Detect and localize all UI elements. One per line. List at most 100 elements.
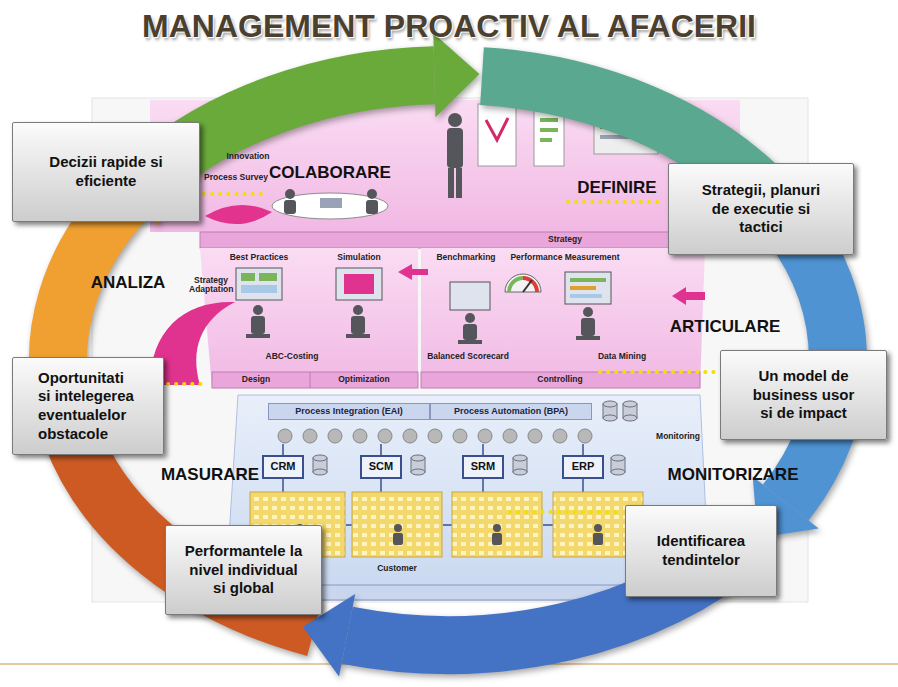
gear-row bbox=[553, 429, 567, 443]
office-people bbox=[393, 533, 403, 545]
controlling-bar bbox=[421, 372, 700, 388]
seated-people bbox=[251, 316, 265, 334]
slide-title: MANAGEMENT PROACTIV AL AFACERII bbox=[0, 8, 898, 45]
bar-divider bbox=[310, 372, 311, 388]
stage-label: MONITORIZARE bbox=[668, 465, 799, 485]
seated-people bbox=[346, 334, 370, 338]
seated-people bbox=[463, 324, 477, 340]
office-people bbox=[492, 533, 502, 545]
callout-box: Un model de business usor si de impact bbox=[720, 350, 887, 440]
workstations bbox=[565, 272, 611, 304]
meeting-scene bbox=[447, 128, 463, 168]
meeting-scene bbox=[284, 200, 296, 214]
box-text: Identificarea tendintelor bbox=[636, 532, 766, 570]
workstations bbox=[236, 268, 282, 300]
workstations bbox=[570, 294, 602, 298]
seated-people bbox=[353, 305, 363, 315]
seated-people bbox=[458, 340, 482, 344]
workstations bbox=[241, 273, 255, 281]
dotted-leader bbox=[204, 192, 266, 196]
stage-label: ARTICULARE bbox=[670, 317, 781, 337]
band-label: Design bbox=[242, 375, 270, 384]
illustration-label: Monitoring bbox=[656, 432, 700, 441]
box-text: Performantele la nivel individual si glo… bbox=[182, 542, 305, 598]
dotted-leader bbox=[168, 382, 206, 386]
workstations bbox=[336, 268, 382, 300]
seated-people bbox=[253, 305, 263, 315]
seated-people bbox=[581, 318, 595, 336]
gear-row bbox=[278, 429, 592, 443]
database-symbols bbox=[313, 469, 327, 475]
vision-eye bbox=[205, 205, 272, 224]
flow-arrow bbox=[398, 264, 428, 280]
database-symbols bbox=[603, 415, 617, 421]
gear-row bbox=[503, 429, 517, 443]
system-wires bbox=[282, 444, 284, 455]
callout-box: Performantele la nivel individual si glo… bbox=[165, 525, 322, 615]
meeting-scene bbox=[456, 168, 462, 198]
dotted-leaders bbox=[168, 194, 714, 512]
illustration-label: Performance Measurement bbox=[510, 253, 619, 262]
gear-row bbox=[303, 429, 317, 443]
database-symbols bbox=[603, 401, 617, 407]
band-label: Optimization bbox=[338, 375, 389, 384]
callout-box: Identificarea tendintelor bbox=[625, 505, 777, 597]
gear-row bbox=[328, 429, 342, 443]
database-symbols bbox=[513, 455, 527, 461]
workstations bbox=[344, 274, 374, 294]
system-wires bbox=[443, 524, 452, 526]
seated-people bbox=[246, 334, 270, 338]
database-symbols bbox=[623, 415, 637, 421]
box-text: Strategii, planuri de executie si tactic… bbox=[697, 181, 825, 237]
meeting-scene bbox=[486, 118, 508, 140]
box-text: SRM bbox=[471, 460, 495, 473]
workstations bbox=[509, 278, 523, 292]
gear-row bbox=[403, 429, 417, 443]
workstations bbox=[523, 278, 537, 292]
callout-box: Decizii rapide si eficiente bbox=[12, 122, 200, 222]
process-bar: Process Automation (BPA) bbox=[430, 403, 592, 420]
stage-label: MASURARE bbox=[161, 465, 259, 485]
office-people bbox=[394, 524, 402, 532]
band-label: Controlling bbox=[537, 375, 582, 384]
box-text: Decizii rapide si eficiente bbox=[23, 153, 189, 191]
gear-row bbox=[453, 429, 467, 443]
gear-row bbox=[378, 429, 392, 443]
band-label: Strategy bbox=[548, 235, 582, 244]
gear-row bbox=[428, 429, 442, 443]
dotted-leader bbox=[568, 200, 662, 204]
box-text: Un model de business usor si de impact bbox=[746, 367, 861, 423]
workstations bbox=[505, 274, 541, 292]
system-box: SCM bbox=[360, 455, 402, 479]
system-wires bbox=[380, 444, 382, 455]
database-symbols bbox=[513, 469, 527, 475]
database-symbols bbox=[611, 455, 625, 461]
system-box: SRM bbox=[462, 455, 504, 479]
stage-label: COLABORARE bbox=[269, 163, 391, 183]
box-text: ERP bbox=[572, 460, 595, 473]
box-text: Process Integration (EAI) bbox=[295, 406, 403, 417]
flow-arrow bbox=[672, 287, 705, 305]
seated-people bbox=[583, 307, 593, 317]
system-box: ERP bbox=[562, 455, 604, 479]
office-buildings bbox=[352, 492, 442, 557]
illustration-label: Benchmarking bbox=[436, 253, 495, 262]
database-symbols bbox=[611, 469, 625, 475]
workstations bbox=[570, 278, 606, 282]
system-wires bbox=[543, 524, 553, 526]
system-wires bbox=[482, 477, 484, 492]
office-people bbox=[493, 524, 501, 532]
system-wires bbox=[582, 477, 584, 492]
illustration-label: Balanced Scorecard bbox=[427, 352, 509, 361]
gear-row bbox=[353, 429, 367, 443]
illustration-label: Simulation bbox=[337, 253, 380, 262]
meeting-scene bbox=[540, 128, 558, 132]
system-wires bbox=[346, 524, 352, 526]
workstations bbox=[259, 273, 277, 281]
dotted-leader bbox=[600, 370, 714, 374]
workstations bbox=[523, 280, 532, 292]
system-wires bbox=[282, 477, 284, 492]
illustration-label: ABC-Costing bbox=[266, 352, 319, 361]
illustration-label: Process Survey bbox=[204, 173, 268, 182]
box-text: Process Automation (BPA) bbox=[454, 406, 568, 417]
